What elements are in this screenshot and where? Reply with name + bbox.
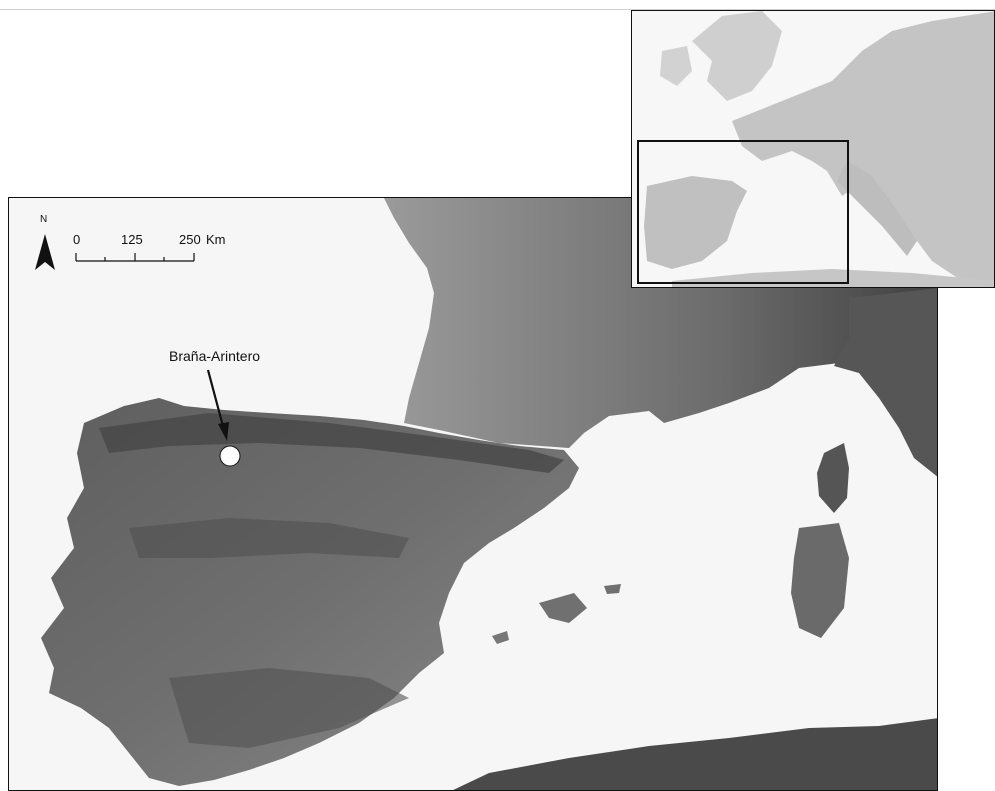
site-label: Braña-Arintero — [169, 348, 260, 364]
inset-ireland — [660, 46, 692, 86]
cantabrian-relief — [99, 413, 564, 473]
sardinia-landmass — [791, 523, 849, 638]
italy-landmass — [834, 288, 937, 477]
scale-label-125: 125 — [121, 232, 143, 247]
site-marker-icon — [219, 445, 241, 467]
north-africa-landmass — [453, 718, 937, 790]
inset-italy — [837, 161, 917, 256]
inset-extent-box — [637, 140, 849, 284]
scale-bar: 0 125 250 Km — [73, 232, 226, 262]
central-relief — [129, 518, 409, 558]
scale-label-250: 250 — [179, 232, 201, 247]
main-map: 0 125 250 Km N Braña-Arintero — [8, 197, 938, 791]
inset-britain — [692, 11, 782, 101]
top-divider — [0, 9, 995, 10]
north-arrow-icon: N — [35, 214, 55, 270]
ibiza-island — [492, 631, 509, 644]
inset-iberia — [644, 176, 747, 269]
north-label: N — [40, 214, 47, 225]
scale-label-0: 0 — [73, 232, 80, 247]
scale-unit-label: Km — [206, 232, 226, 247]
inset-map — [631, 10, 995, 288]
menorca-island — [604, 584, 621, 594]
inset-continent — [732, 11, 994, 287]
inset-map-svg — [632, 11, 994, 287]
corsica-landmass — [817, 443, 849, 513]
southern-relief — [169, 668, 409, 748]
balearic-islands — [539, 593, 587, 623]
pointer-arrow-icon — [206, 369, 229, 441]
